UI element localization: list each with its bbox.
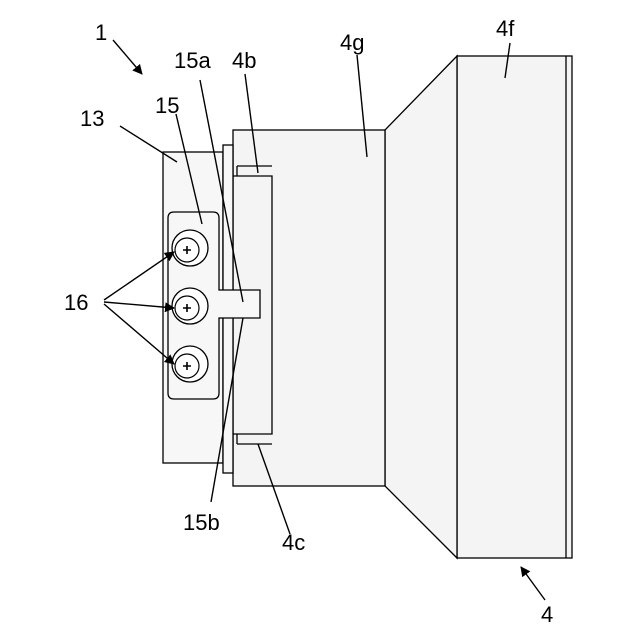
leader-13 [120,126,177,162]
label-4g: 4g [340,30,364,55]
label-4: 4 [541,602,553,627]
screw-top [172,230,208,266]
leader-4 [521,567,545,600]
label-15a: 15a [174,48,211,73]
label-15b: 15b [183,510,220,535]
label-4f: 4f [496,16,515,41]
label-4b: 4b [232,48,256,73]
screw-middle [172,288,208,324]
label-4c: 4c [282,530,305,555]
housing-taper [385,56,457,558]
label-15: 15 [155,93,179,118]
leader-1 [113,40,142,74]
label-1: 1 [95,20,107,45]
housing-front-face [457,56,572,558]
label-13: 13 [80,106,104,131]
screw-bottom [172,346,208,382]
label-16: 16 [64,290,88,315]
